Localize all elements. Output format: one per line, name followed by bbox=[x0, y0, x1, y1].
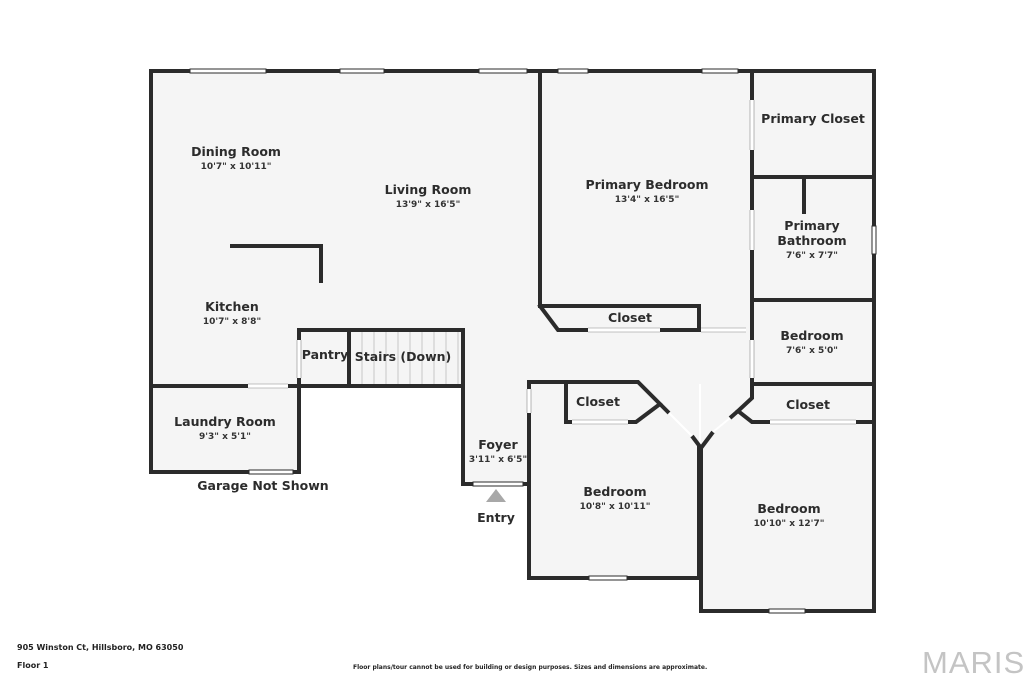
diagonal-openings bbox=[668, 412, 731, 437]
disclaimer-text: Floor plans/tour cannot be used for buil… bbox=[353, 664, 708, 671]
living-room-dims: 13'9" x 16'5" bbox=[396, 200, 461, 210]
dining-room-label: Dining Room bbox=[191, 144, 281, 159]
pantry-label: Pantry bbox=[302, 347, 348, 362]
maris-logo: MARIS bbox=[922, 645, 1024, 680]
living-room-label: Living Room bbox=[385, 182, 472, 197]
primary-closet-label: Primary Closet bbox=[761, 111, 865, 126]
stairs-treads bbox=[361, 332, 459, 384]
closet-right-label: Closet bbox=[786, 397, 830, 412]
kitchen-dims: 10'7" x 8'8" bbox=[203, 317, 261, 327]
laundry-room-label: Laundry Room bbox=[174, 414, 276, 429]
kitchen-label: Kitchen bbox=[205, 299, 259, 314]
primary-bathroom-dims: 7'6" x 7'7" bbox=[786, 251, 838, 261]
closet-center-label: Closet bbox=[576, 394, 620, 409]
stairs-label: Stairs (Down) bbox=[355, 349, 452, 364]
property-address: 905 Winston Ct, Hillsboro, MO 63050 bbox=[17, 643, 184, 652]
dining-room-dims: 10'7" x 10'11" bbox=[201, 162, 272, 172]
bedroom-right-dims: 10'10" x 12'7" bbox=[754, 519, 825, 529]
floor-label: Floor 1 bbox=[17, 661, 49, 670]
windows bbox=[189, 68, 877, 614]
bedroom-center-label: Bedroom bbox=[583, 484, 646, 499]
primary-bedroom-dims: 13'4" x 16'5" bbox=[615, 195, 680, 205]
diagonal-walls bbox=[658, 402, 740, 450]
bedroom-center-dims: 10'8" x 10'11" bbox=[580, 502, 651, 512]
bedroom-small-dims: 7'6" x 5'0" bbox=[786, 346, 838, 356]
primary-bedroom-label: Primary Bedroom bbox=[585, 177, 708, 192]
door-openings bbox=[248, 100, 856, 424]
foyer-dims: 3'11" x 6'5" bbox=[469, 455, 527, 465]
bedroom-small-label: Bedroom bbox=[780, 328, 843, 343]
primary-bathroom-label-line2: Bathroom bbox=[777, 233, 846, 248]
entry-label: Entry bbox=[477, 510, 515, 525]
floor-plan: Dining Room 10'7" x 10'11" Living Room 1… bbox=[149, 68, 877, 614]
primary-bathroom-label-line1: Primary bbox=[784, 218, 839, 233]
garage-note: Garage Not Shown bbox=[197, 478, 328, 493]
laundry-room-dims: 9'3" x 5'1" bbox=[199, 432, 251, 442]
primary-bedroom-closet-label: Closet bbox=[608, 310, 652, 325]
entry-arrow-icon bbox=[486, 489, 506, 502]
bedroom-right-label: Bedroom bbox=[757, 501, 820, 516]
opening-edges bbox=[248, 100, 856, 425]
foyer-label: Foyer bbox=[478, 437, 518, 452]
